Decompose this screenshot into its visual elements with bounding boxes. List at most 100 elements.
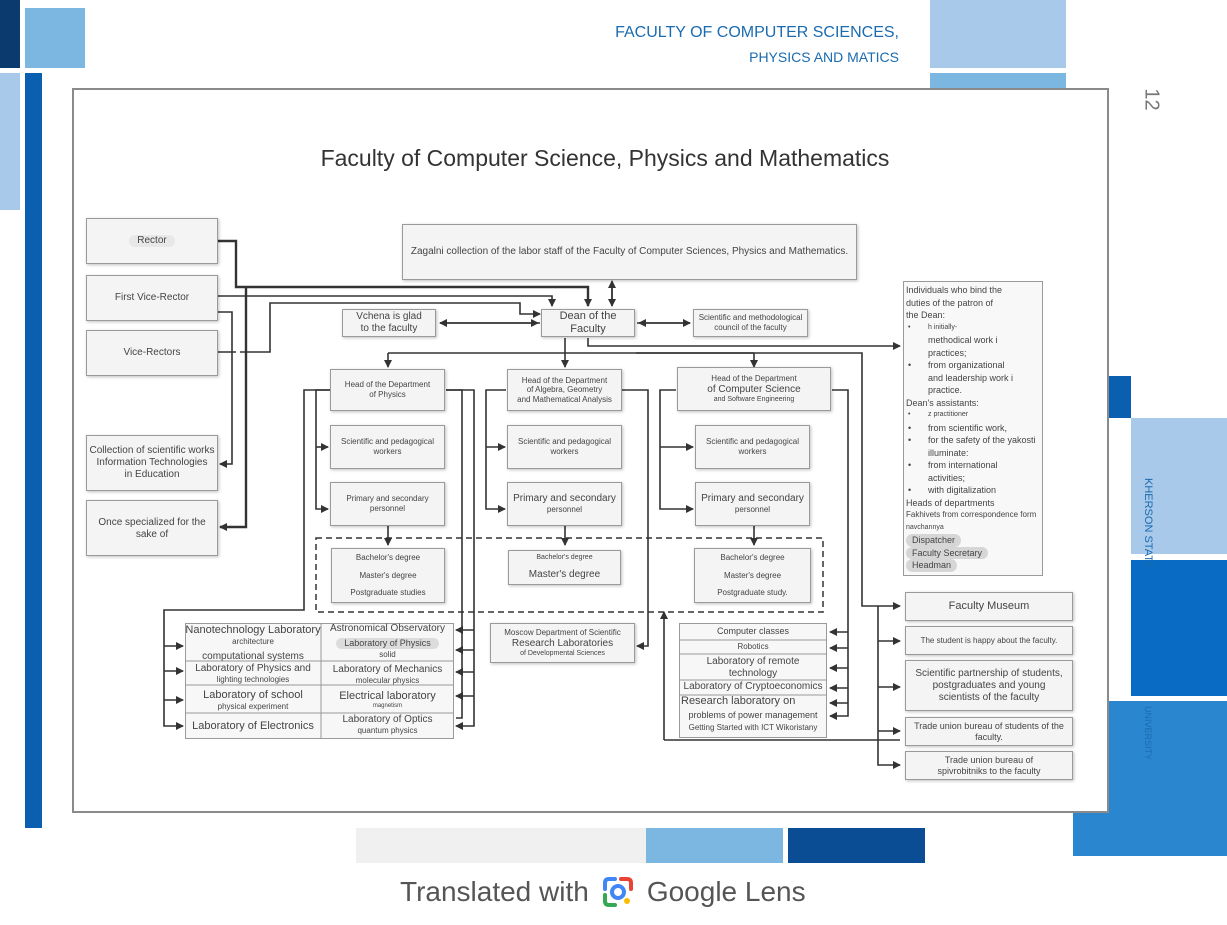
research-labs-box: Moscow Department of Scientific Research… (490, 623, 635, 663)
physics-workers-line: Scientific and pedagogical (341, 437, 434, 447)
deco-square (0, 73, 20, 210)
dean-intro-line: Individuals who bind the (906, 285, 1003, 295)
physics-degrees-box: Bachelor's degree Master's degree Postgr… (331, 548, 445, 603)
cs-lab-robotics: Robotics (737, 642, 769, 651)
scientific-partnership-box: Scientific partnership of students, post… (905, 660, 1073, 711)
research-line: Moscow Department of Scientific (504, 628, 621, 637)
physics-workers-box: Scientific and pedagogical workers (330, 425, 445, 469)
council-line: Scientific and methodological (698, 313, 803, 323)
header-line2: PHYSICS AND MATICS (749, 49, 899, 65)
collection-works-box: Collection of scientific works Informati… (86, 435, 218, 491)
degree-master: Master's degree (528, 568, 601, 580)
dean-assistants-label: Dean's assistants: (906, 397, 979, 408)
algebra-personnel-line: personnel (546, 505, 583, 515)
vchena-line: to the faculty (360, 323, 418, 334)
lab-computational: computational systems (202, 651, 304, 662)
faculty-museum-label: Faculty Museum (948, 599, 1030, 612)
translated-footer: Translated with Google Lens (400, 875, 806, 909)
secretary-label: Faculty Secretary (906, 546, 989, 559)
cs-personnel-box: Primary and secondary personnel (695, 482, 810, 526)
head-cs-line: Head of the Department (711, 374, 797, 383)
degree-postgraduate: Postgraduate study. (717, 588, 788, 598)
algebra-workers-line: Scientific and pedagogical (518, 437, 611, 447)
degree-bachelor: Bachelor's degree (720, 553, 785, 563)
head-physics-line: of Physics (369, 390, 406, 399)
physics-workers-line: workers (373, 447, 402, 456)
first-vice-rector-label: First Vice-Rector (114, 292, 190, 303)
dispatcher-label: Dispatcher (906, 534, 962, 547)
dean-duty-item: practices; (928, 347, 967, 358)
deco-bar (356, 828, 646, 863)
deco-bar (25, 73, 42, 828)
physics-personnel-line: Primary and secondary personnel (346, 494, 429, 513)
dean-assistants-box: Individuals who bind the duties of the p… (903, 281, 1043, 576)
dean-heads-label: Heads of departments (906, 497, 995, 508)
cs-lab-computer-classes: Computer classes (716, 626, 790, 636)
collection-works-line: Collection of scientific works (89, 445, 215, 456)
trade-union-staff-box: Trade union bureau of spivrobitniks to t… (905, 751, 1073, 780)
rector-label: Rector (129, 235, 175, 247)
cs-lab-remote-tech: technology (728, 668, 778, 679)
lab-electronics: Laboratory of Electronics (192, 720, 314, 732)
algebra-workers-line: workers (550, 447, 579, 456)
dean-duty-item: from organizational (906, 359, 1040, 372)
deco-square (1131, 560, 1227, 696)
assistant-item: illuminate: (928, 447, 969, 458)
head-algebra-line: Head of the Department (521, 375, 608, 385)
algebra-personnel-line: Primary and secondary (513, 493, 616, 505)
cs-personnel-line: Primary and secondary (701, 493, 804, 505)
assistant-item: for the safety of the yakosti (906, 434, 1040, 447)
cs-lab-remote: Laboratory of remote (706, 656, 800, 667)
vice-rectors-label: Vice-Rectors (123, 347, 181, 358)
student-happy-box: The student is happy about the faculty. (905, 626, 1073, 655)
research-line: Research Laboratories (511, 637, 614, 649)
faculty-museum-box: Faculty Museum (905, 592, 1073, 621)
dean-box: Dean of the Faculty (541, 309, 635, 337)
header-line1: FACULTY OF COMPUTER SCIENCES, (615, 24, 899, 41)
head-algebra-line: of Algebra, Geometry (526, 385, 603, 395)
cs-workers-line: Scientific and pedagogical (706, 437, 799, 447)
council-box: Scientific and methodological council of… (693, 309, 808, 337)
degree-bachelor: Bachelor's degree (355, 553, 421, 563)
lab-astronomical: Astronomical Observatory (329, 623, 446, 634)
labor-collection-label: Zagalni collection of the labor staff of… (410, 246, 849, 257)
dean-navch-label: navchannya (906, 523, 944, 531)
scientific-partnership-label: Scientific partnership of students, post… (915, 667, 1063, 703)
assistant-item: from scientific work, (906, 422, 1040, 435)
physics-labs-grid (185, 623, 454, 739)
first-vice-rector-box: First Vice-Rector (86, 275, 218, 321)
labor-collection-box: Zagalni collection of the labor staff of… (402, 224, 857, 280)
dean-duty-item: h initially- (906, 322, 1040, 335)
head-cs-line: of Computer Science (707, 383, 801, 395)
dean-duty-item: practice. (928, 385, 963, 395)
cs-personnel-line: personnel (734, 505, 771, 515)
dean-duty-item: methodical work i (928, 335, 998, 345)
rector-box: Rector (86, 218, 218, 264)
deco-square (1131, 418, 1227, 554)
vchena-line: Vchena is glad (356, 311, 422, 322)
dean-intro-line: the Dean: (906, 310, 946, 320)
cs-lab-research: Research laboratory on (681, 695, 796, 707)
vchena-box: Vchena is glad to the faculty (342, 309, 436, 337)
university-word: UNIVERSITY (1143, 706, 1153, 761)
cs-labs-grid (679, 639, 827, 696)
once-specialized-box: Once specialized for the sake of (86, 500, 218, 556)
trade-union-students-box: Trade union bureau of students of the fa… (905, 717, 1073, 746)
degree-postgraduate: Postgraduate studies (350, 588, 426, 598)
cs-workers-box: Scientific and pedagogical workers (695, 425, 810, 469)
deco-bar (646, 828, 783, 863)
diagram-title: Faculty of Computer Science, Physics and… (320, 145, 890, 171)
deco-square (25, 8, 85, 68)
university-name: KHERSON STATE (1142, 478, 1154, 570)
head-physics-box: Head of the Department of Physics (330, 369, 445, 411)
council-line: council of the faculty (714, 323, 787, 332)
once-specialized-label: Once specialized for the sake of (98, 517, 206, 540)
cs-lab-ict: Getting Started with ICT Wikoristany (688, 723, 818, 732)
head-physics-line: Head of the Department (344, 380, 431, 390)
